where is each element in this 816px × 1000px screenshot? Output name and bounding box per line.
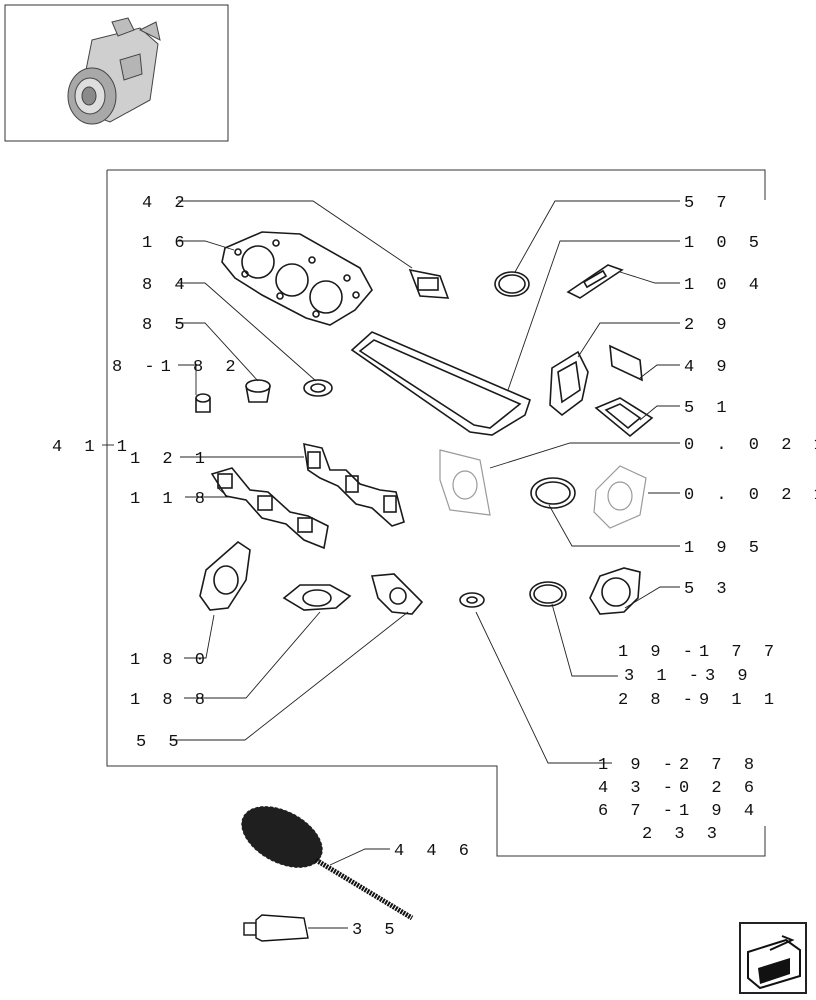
callout-53: 5 3 xyxy=(684,580,733,599)
callout-85: 8 5 xyxy=(142,316,191,335)
gasket-51 xyxy=(594,397,654,438)
callout-188: 1 8 8 xyxy=(130,691,211,710)
callout-group2-line1: 1 9 -2 7 8 xyxy=(598,756,760,775)
callout-446: 4 4 6 xyxy=(394,842,475,861)
small-gasket-42 xyxy=(408,268,450,299)
callout-group2-line2: 4 3 -0 2 6 xyxy=(598,779,760,798)
callout-group2-line4: 2 3 3 xyxy=(642,825,723,844)
gasket-188 xyxy=(282,584,352,611)
gasket-53 xyxy=(589,567,641,615)
seal-85 xyxy=(245,379,271,403)
callout-195: 1 9 5 xyxy=(684,539,765,558)
engine-thumbnail-icon xyxy=(67,17,161,125)
callout-group1-line2: 3 1 -3 9 xyxy=(624,667,754,686)
oring-195 xyxy=(530,477,576,509)
next-page-arrow-icon[interactable] xyxy=(739,922,807,994)
gasket-55 xyxy=(370,573,424,615)
callout-51: 5 1 xyxy=(684,399,733,418)
engine-thumbnail xyxy=(4,4,229,142)
callout-42: 4 2 xyxy=(142,194,191,213)
callout-105: 1 0 5 xyxy=(684,234,765,253)
callout-49: 4 9 xyxy=(684,358,733,377)
pump-gasket-180 xyxy=(199,540,251,611)
callout-180: 1 8 0 xyxy=(130,651,211,670)
callout-411: 4 1 1 xyxy=(52,438,133,457)
seal-84 xyxy=(303,379,333,397)
callout-16: 1 6 xyxy=(142,234,191,253)
rocker-cover-gasket xyxy=(350,331,531,436)
oring-19177 xyxy=(529,581,567,607)
washer-19278 xyxy=(459,592,485,608)
gasket-29 xyxy=(549,350,589,417)
callout-labels: 4 2 1 6 8 4 8 5 8 -1 8 2 4 1 1 1 2 1 1 1… xyxy=(52,194,816,940)
callout-29: 2 9 xyxy=(684,316,733,335)
leader-lines xyxy=(102,200,680,929)
callout-0021-b: 0 . 0 2 1 xyxy=(684,486,816,505)
flange-gasket-0021-a xyxy=(439,449,491,516)
callout-121: 1 2 1 xyxy=(130,450,211,469)
head-gasket xyxy=(221,231,373,326)
cleaning-brush xyxy=(240,805,414,921)
callout-118: 1 1 8 xyxy=(130,490,211,509)
flange-gasket-0021-b xyxy=(593,465,647,529)
callout-group1-line1: 1 9 -1 7 7 xyxy=(618,643,780,662)
callout-104: 1 0 4 xyxy=(684,276,765,295)
cap-8182 xyxy=(195,393,211,413)
callout-8182: 8 -1 8 2 xyxy=(112,358,242,377)
exhaust-gasket-121 xyxy=(303,442,405,527)
oring-57 xyxy=(494,271,530,297)
kit-frame-main xyxy=(106,169,766,857)
callout-55: 5 5 xyxy=(136,733,185,752)
callout-0021-a: 0 . 0 2 1 xyxy=(684,436,816,455)
callout-group1-line3: 2 8 -9 1 1 xyxy=(618,691,780,710)
callout-group2-line3: 6 7 -1 9 4 xyxy=(598,802,760,821)
gasket-49 xyxy=(609,344,643,382)
callout-84: 8 4 xyxy=(142,276,191,295)
callout-35: 3 5 xyxy=(352,921,401,940)
sealant-tube xyxy=(243,914,309,942)
gasket-104 xyxy=(566,264,624,299)
intake-gasket-118 xyxy=(210,467,329,550)
callout-57: 5 7 xyxy=(684,194,733,213)
